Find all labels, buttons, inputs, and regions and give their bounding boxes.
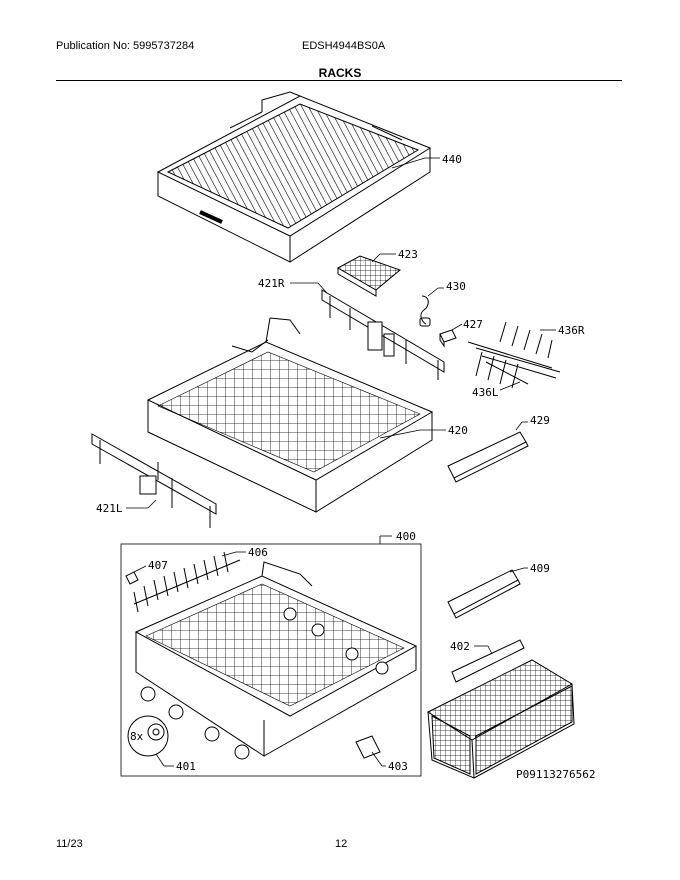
leader-429: [515, 421, 528, 431]
clip-407: [125, 571, 139, 585]
callout-409: 409: [530, 562, 550, 575]
callout-401: 401: [176, 760, 196, 773]
leader-403: [371, 751, 386, 767]
part-430: [419, 295, 431, 327]
leader-423: [371, 253, 396, 263]
diagram-code: P09113276562: [516, 768, 595, 781]
callout-403: 403: [388, 760, 408, 773]
rail-421R: [321, 289, 445, 380]
leader-401: [155, 753, 174, 767]
leader-409: [509, 567, 528, 573]
leader-400: [379, 535, 392, 544]
leader-440: [391, 157, 440, 169]
callout-8x: 8x: [130, 730, 144, 743]
leader-407: [133, 565, 147, 573]
tines-436: [467, 321, 561, 389]
callout-406: 406: [248, 546, 268, 559]
leader-430: [427, 287, 444, 297]
publication-number: Publication No: 5995737284: [56, 40, 195, 52]
callout-400: 400: [396, 530, 416, 543]
assembly-box-400: [120, 543, 422, 777]
model-number: EDSH4944BS0A: [302, 40, 386, 52]
leader-402: [474, 645, 493, 655]
page-title: RACKS: [318, 66, 362, 80]
footer-date: 11/23: [56, 838, 83, 850]
part-423: [336, 255, 401, 297]
rack-wheels: [140, 607, 389, 760]
lower-rack: [134, 561, 418, 757]
handle-429: [447, 431, 529, 483]
tines-406: [133, 551, 241, 613]
callout-420: 420: [448, 424, 468, 437]
rail-421L: [91, 433, 217, 528]
callout-407: 407: [148, 559, 168, 572]
callout-423: 423: [398, 248, 418, 261]
leader-406: [221, 551, 246, 557]
clip-403: [355, 735, 381, 759]
silverware-basket-402: [426, 639, 575, 779]
title-divider: [56, 80, 622, 81]
leader-427: [451, 323, 463, 331]
callout-436L: 436L: [472, 386, 499, 399]
handle-409: [447, 569, 521, 619]
callout-421R: 421R: [258, 277, 285, 290]
callout-429: 429: [530, 414, 550, 427]
leader-421L: [126, 499, 157, 509]
callout-436R: 436R: [558, 324, 585, 337]
callout-427: 427: [463, 318, 483, 331]
leader-436: [499, 329, 556, 391]
callout-430: 430: [446, 280, 466, 293]
leader-420: [379, 429, 446, 439]
footer-page-number: 12: [335, 838, 348, 850]
upper-rack-420: [146, 317, 434, 513]
clip-427: [439, 329, 457, 348]
wheel-detail-401: [127, 715, 169, 757]
callout-440: 440: [442, 153, 462, 166]
third-rack-440: [156, 91, 432, 263]
callout-421L: 421L: [96, 502, 123, 515]
leader-421R: [290, 282, 327, 293]
callout-402: 402: [450, 640, 470, 653]
